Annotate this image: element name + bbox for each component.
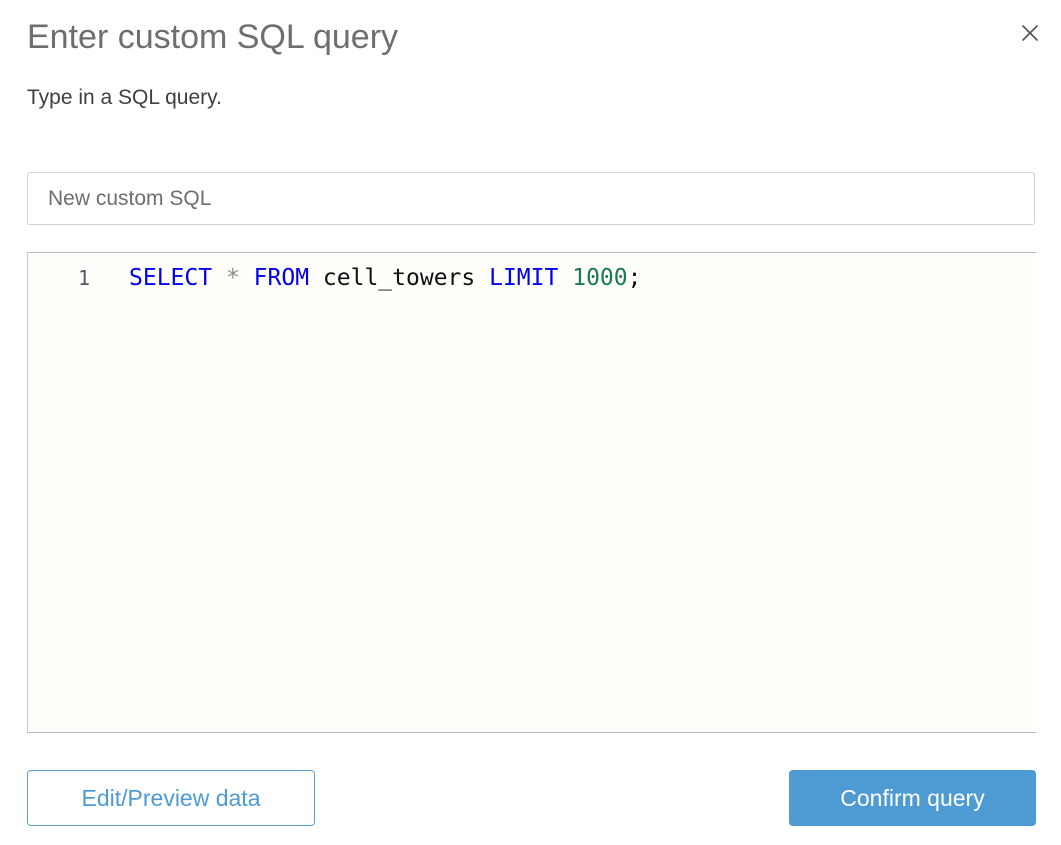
code-token-plain <box>309 265 323 291</box>
code-token-operator: * <box>225 265 240 291</box>
code-token-keyword: SELECT <box>129 265 213 291</box>
code-token-keyword: LIMIT <box>489 265 559 291</box>
line-number-gutter: 1 <box>77 266 90 290</box>
close-dialog-button[interactable] <box>1013 16 1047 50</box>
edit-preview-data-button[interactable]: Edit/Preview data <box>27 770 315 826</box>
dialog-subtitle: Type in a SQL query. <box>27 86 222 109</box>
page-title: Enter custom SQL query <box>27 18 399 56</box>
code-token-number: 1000 <box>572 265 628 291</box>
sql-code-editor[interactable]: 1 SELECT * FROM cell_towers LIMIT 1000; <box>27 252 1036 733</box>
code-line: 1 SELECT * FROM cell_towers LIMIT 1000; <box>28 253 1036 293</box>
code-token-plain <box>240 265 254 291</box>
code-line-text[interactable]: SELECT * FROM cell_towers LIMIT 1000; <box>90 265 641 291</box>
code-token-identifier: cell_towers <box>322 265 476 291</box>
code-token-keyword: FROM <box>253 265 310 291</box>
confirm-query-button[interactable]: Confirm query <box>789 770 1036 826</box>
code-token-plain <box>475 265 489 291</box>
close-icon <box>1020 23 1040 43</box>
code-token-plain <box>558 265 572 291</box>
code-token-punctuation: ; <box>627 265 642 291</box>
code-token-plain <box>212 265 226 291</box>
query-name-input[interactable] <box>27 172 1035 225</box>
